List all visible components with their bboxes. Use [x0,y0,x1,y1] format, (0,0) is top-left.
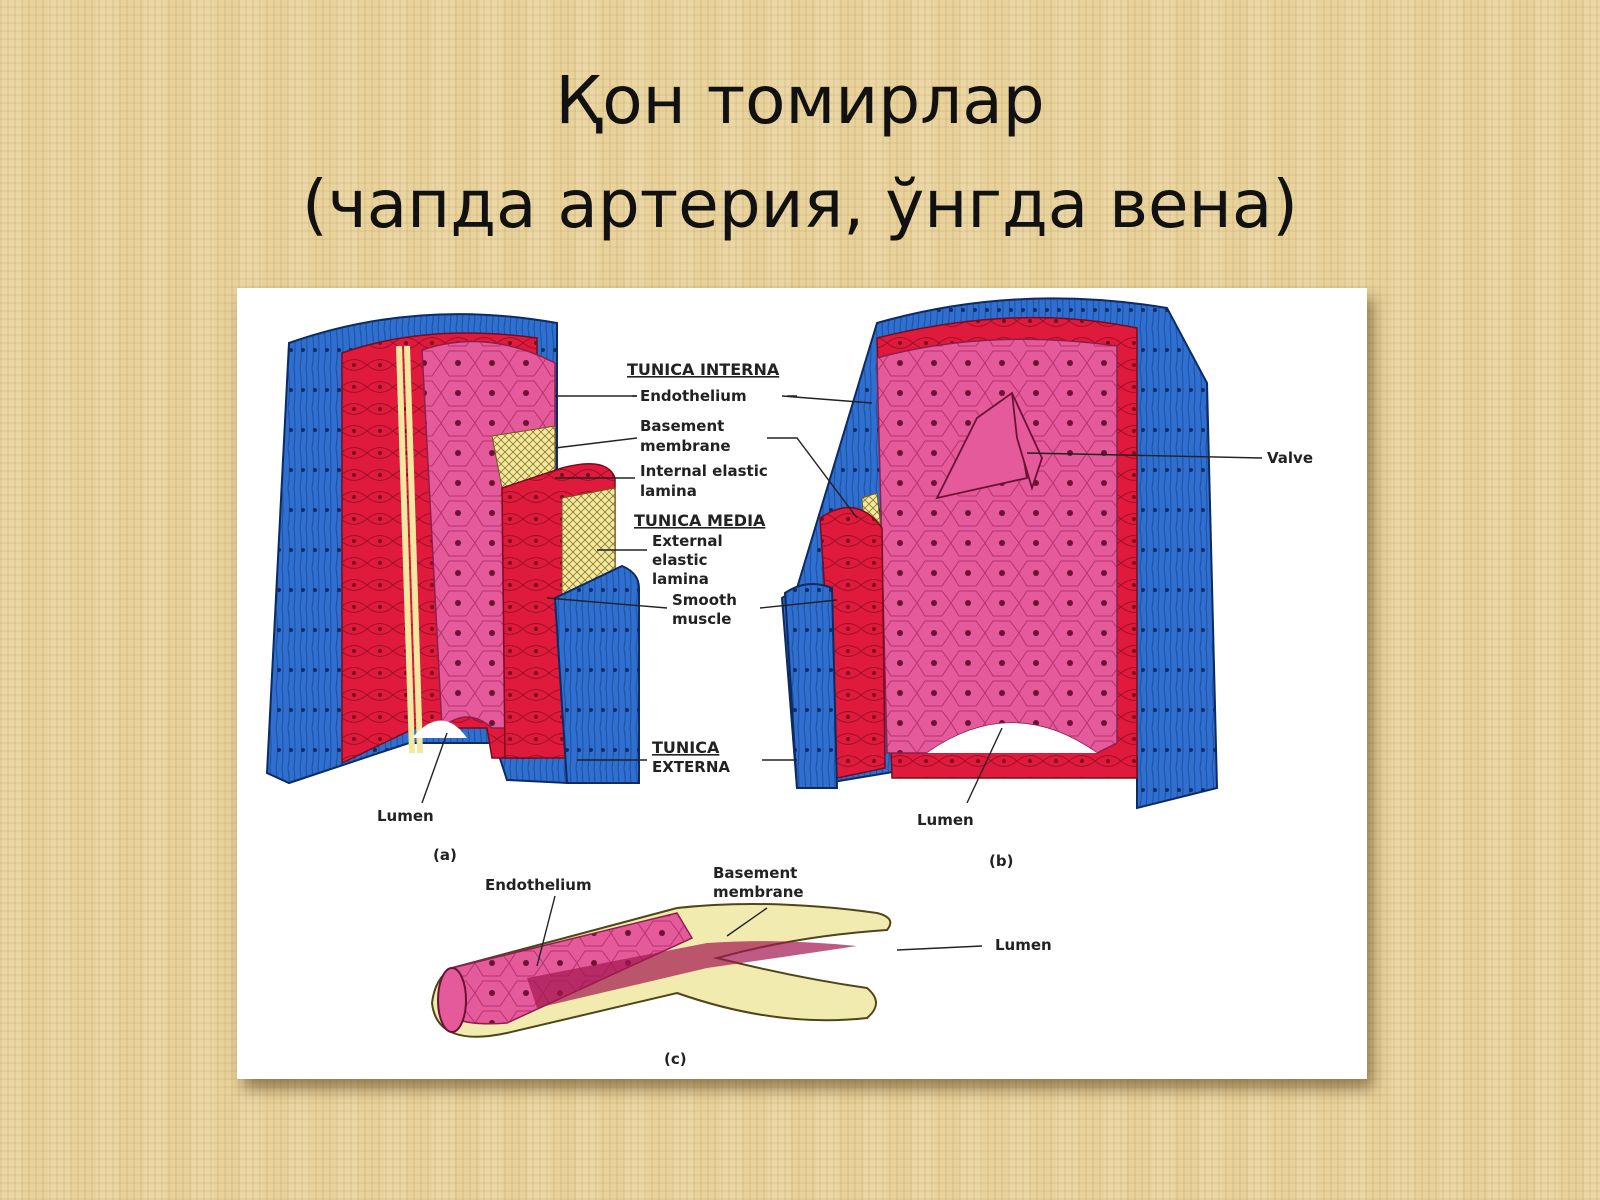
label-lumen-b: Lumen [917,811,974,829]
diagram-labels: TUNICA INTERNA Endothelium Basement memb… [377,360,1313,1068]
leader-lines [421,395,1263,967]
slide-title-line-2: (чапда артерия, ўнгда вена) [301,166,1299,243]
label-capillary-basement-1: Basement [713,864,797,882]
label-capillary-basement-2: membrane [713,883,804,901]
label-smooth-muscle-1: Smooth [672,591,737,609]
label-external-elastic-3: lamina [652,570,709,588]
label-tunica-interna: TUNICA INTERNA [627,360,780,379]
label-internal-elastic-1: Internal elastic [640,462,768,480]
label-external-elastic-2: elastic [652,551,708,569]
label-internal-elastic-2: lamina [640,482,697,500]
label-tunica-externa-1: TUNICA [652,738,720,757]
slide-title-line-1: Қон томирлар [555,62,1045,139]
label-smooth-muscle-2: muscle [672,610,731,628]
vessel-diagram: TUNICA INTERNA Endothelium Basement memb… [265,297,1313,1068]
label-basement-1: Basement [640,417,724,435]
label-tunica-externa-2: EXTERNA [652,758,730,776]
label-basement-2: membrane [640,437,731,455]
label-external-elastic-1: External [652,532,723,550]
figure-label-b: (b) [989,852,1013,870]
vein-illustration [780,297,1219,810]
artery-illustration [265,313,640,785]
label-capillary-endothelium: Endothelium [485,876,592,894]
figure-label-a: (a) [433,846,457,864]
vessel-diagram-panel: TUNICA INTERNA Endothelium Basement memb… [237,288,1367,1079]
label-endothelium: Endothelium [640,387,747,405]
figure-label-c: (c) [664,1050,687,1068]
label-lumen-a: Lumen [377,807,434,825]
label-tunica-media: TUNICA MEDIA [634,511,766,530]
capillary-illustration [430,903,892,1038]
label-valve: Valve [1267,449,1313,467]
label-lumen-c: Lumen [995,936,1052,954]
